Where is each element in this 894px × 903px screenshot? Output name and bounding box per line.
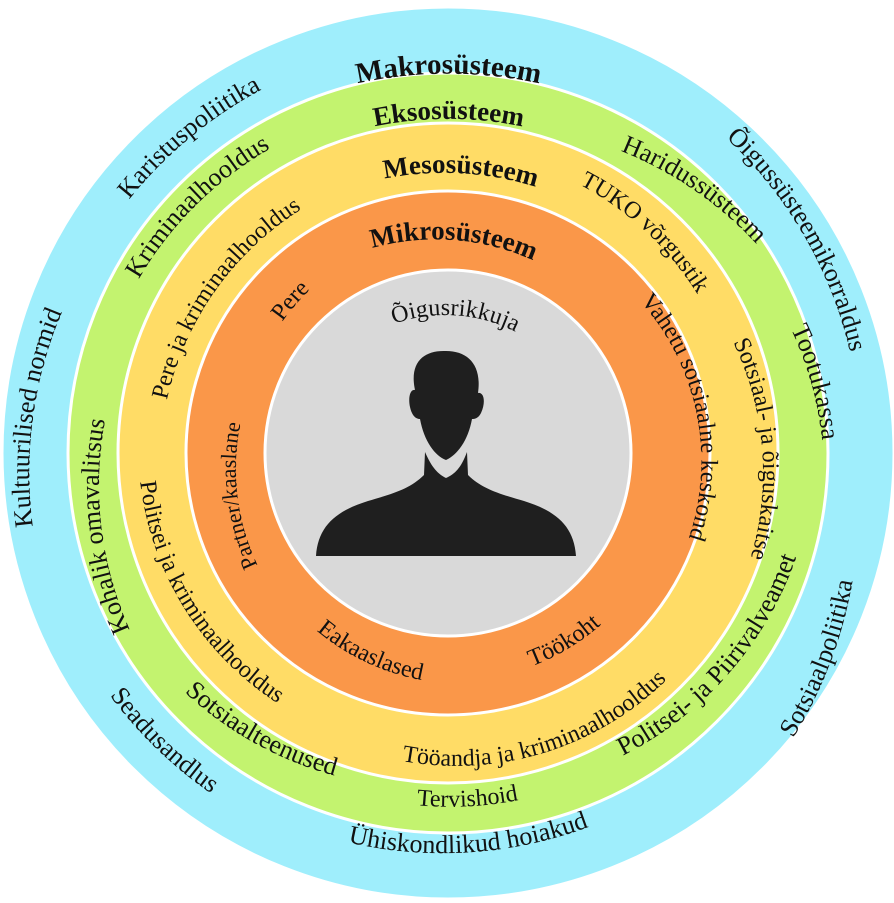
person-silhouette-icon — [316, 350, 576, 556]
